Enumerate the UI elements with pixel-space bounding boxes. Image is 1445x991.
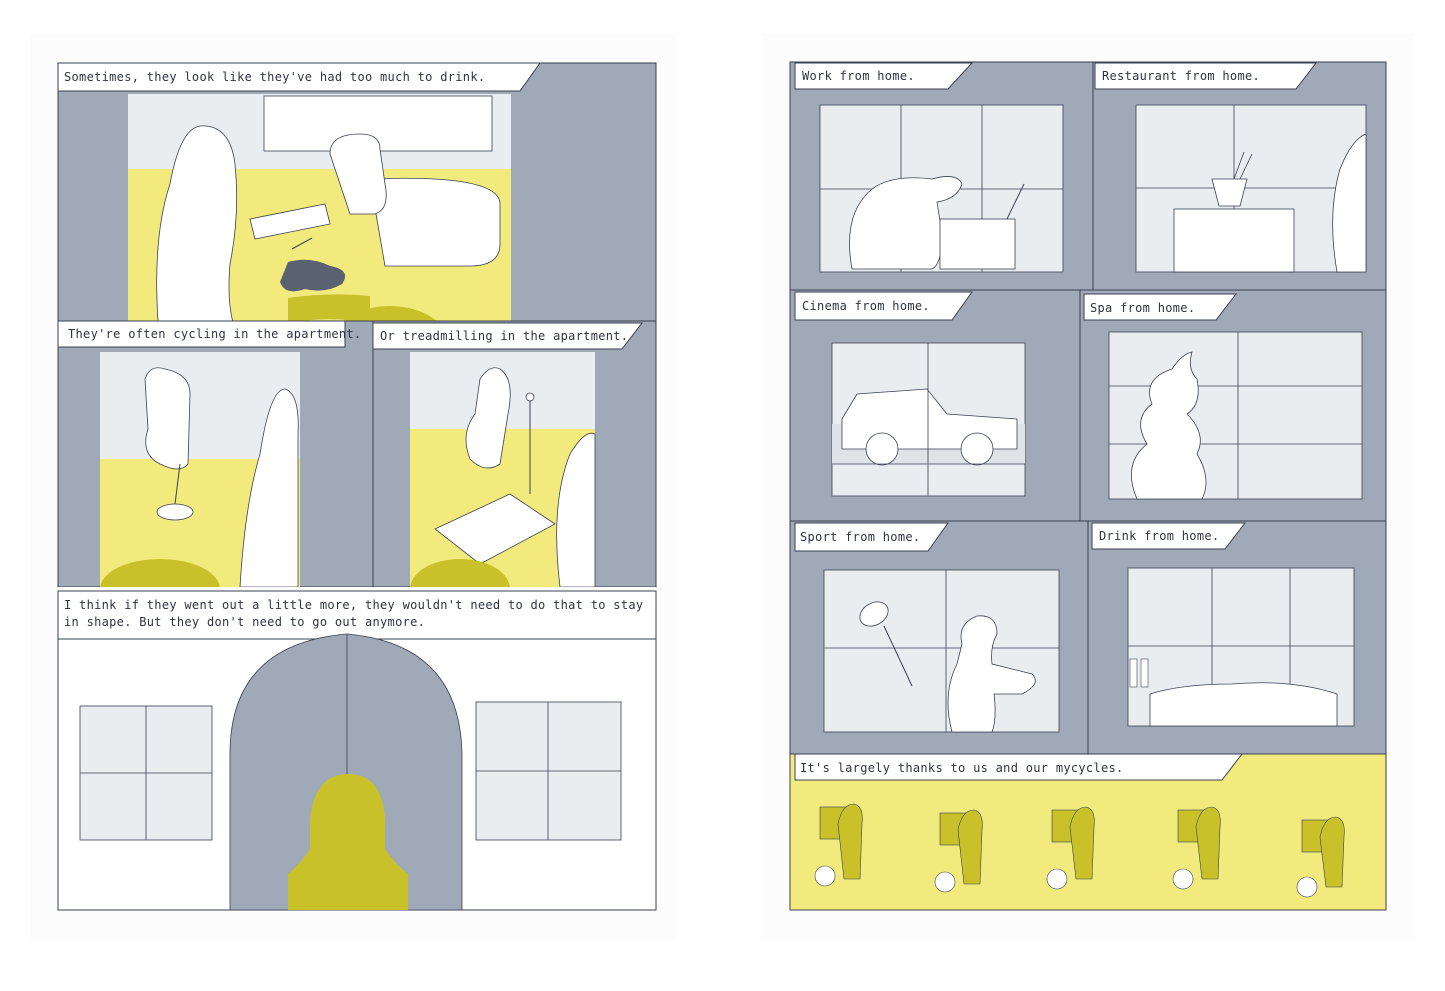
caption-shape-line2: in shape. But they don't need to go out …	[64, 615, 426, 629]
caption-mycycles: It's largely thanks to us and our mycycl…	[800, 761, 1124, 775]
caption-sport: Sport from home.	[800, 530, 921, 544]
caption-restaurant: Restaurant from home.	[1102, 69, 1261, 83]
panel-sport-from-home	[823, 569, 1060, 733]
caption-drink: Sometimes, they look like they've had to…	[64, 70, 486, 84]
panel-cycling	[57, 320, 374, 619]
right-page-art	[789, 61, 1387, 911]
left-page-art	[57, 62, 657, 911]
caption-work: Work from home.	[802, 69, 915, 83]
panel-treadmill	[372, 320, 657, 619]
caption-cycling: They're often cycling in the apartment.	[68, 327, 362, 341]
panel-building	[57, 590, 657, 911]
caption-treadmill: Or treadmilling in the apartment.	[380, 329, 629, 343]
panel-drunk	[57, 62, 657, 386]
panel-drink-from-home	[1127, 567, 1355, 727]
right-comic-page: Work from home. Restaurant from home. Ci…	[762, 34, 1414, 940]
caption-drink-from-home: Drink from home.	[1099, 529, 1220, 543]
caption-shape-line1: I think if they went out a little more, …	[64, 598, 644, 612]
panel-restaurant-from-home	[1135, 104, 1367, 273]
caption-cinema: Cinema from home.	[802, 299, 930, 313]
panel-cinema-from-home	[831, 342, 1026, 497]
panel-work-from-home	[819, 104, 1064, 273]
panel-spa-from-home	[1108, 331, 1363, 500]
left-comic-page: Sometimes, they look like they've had to…	[30, 34, 676, 940]
caption-spa: Spa from home.	[1090, 301, 1196, 315]
